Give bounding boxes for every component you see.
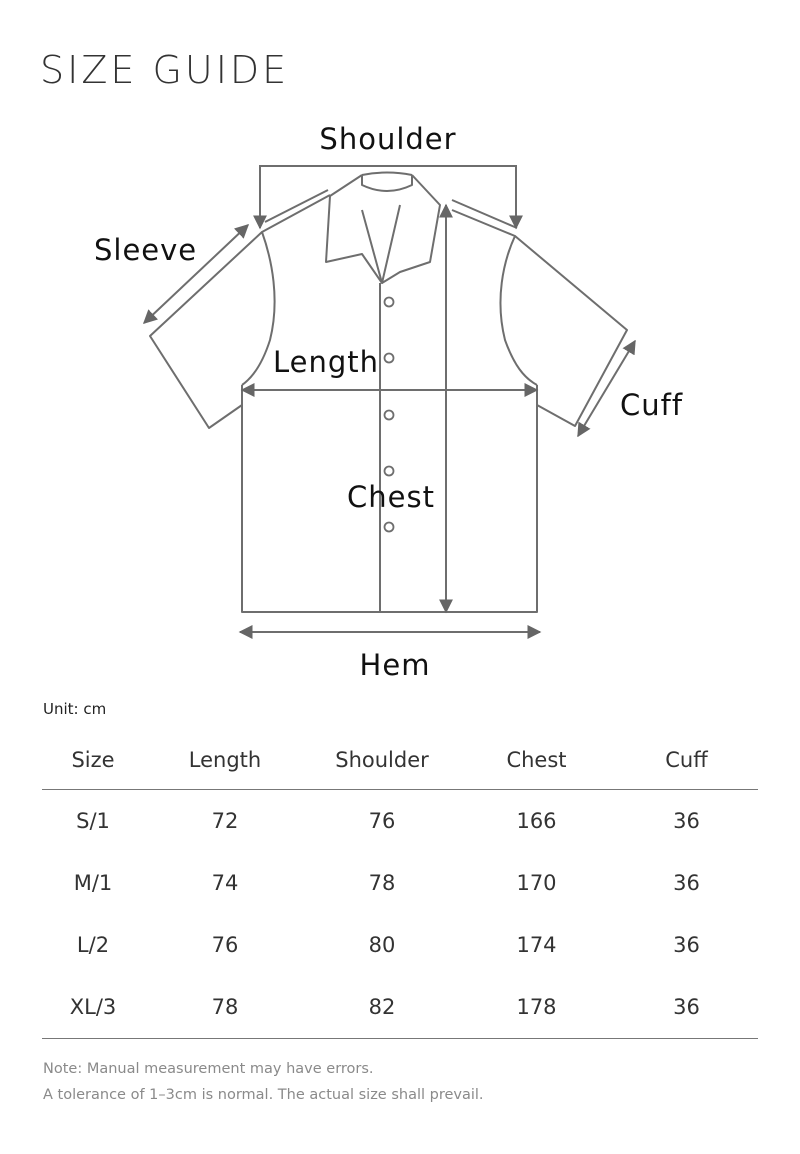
length-cell: 76 xyxy=(211,933,239,957)
shirt-buttons xyxy=(383,296,395,533)
column-header-cuff: Cuff xyxy=(615,730,758,790)
chest-cell: 166 xyxy=(516,809,557,833)
size-cell: XL/3 xyxy=(42,976,144,1039)
length-cell: 72 xyxy=(211,809,239,833)
note-line: A tolerance of 1–3cm is normal. The actu… xyxy=(43,1087,484,1103)
shoulder-label: Shoulder xyxy=(319,122,456,156)
note-line: Note: Manual measurement may have errors… xyxy=(43,1061,374,1077)
size-table: Size Length Shoulder Chest Cuff S/1 72 7… xyxy=(42,730,758,1039)
length-cell: 78 xyxy=(144,976,306,1039)
cuff-cell: 36 xyxy=(615,976,758,1039)
chest-label: Chest xyxy=(347,480,435,514)
sleeve-label: Sleeve xyxy=(94,233,197,267)
column-header-length: Length xyxy=(144,730,306,790)
column-header-chest: Chest xyxy=(458,730,615,790)
shirt-measurement-diagram: Shoulder Sleeve Length Cuff Chest Hem xyxy=(94,122,683,682)
cuff-label: Cuff xyxy=(620,388,683,422)
length-cell: 74 xyxy=(211,871,239,895)
table-row: S/1 72 76 166 36 xyxy=(42,790,758,853)
size-cell: L/2 xyxy=(76,933,110,957)
hem-label: Hem xyxy=(360,648,431,682)
chest-cell: 178 xyxy=(458,976,615,1039)
page-title: SIZE GUIDE xyxy=(40,48,290,92)
column-header-size: Size xyxy=(42,730,144,790)
shoulder-cell: 82 xyxy=(306,976,458,1039)
length-label: Length xyxy=(273,345,379,379)
table-header-row: Size Length Shoulder Chest Cuff xyxy=(42,730,758,790)
shoulder-cell: 80 xyxy=(368,933,396,957)
shoulder-cell: 78 xyxy=(368,871,396,895)
cuff-cell: 36 xyxy=(673,809,700,833)
measurement-lines xyxy=(142,165,636,639)
shoulder-cell: 76 xyxy=(368,809,396,833)
size-cell: S/1 xyxy=(76,809,110,833)
chest-cell: 174 xyxy=(516,933,557,957)
table-row: M/1 74 78 170 36 xyxy=(42,852,758,914)
column-header-shoulder: Shoulder xyxy=(306,730,458,790)
table-row: L/2 76 80 174 36 xyxy=(42,914,758,976)
cuff-cell: 36 xyxy=(673,871,700,895)
unit-label: Unit: cm xyxy=(43,700,107,718)
cuff-cell: 36 xyxy=(673,933,700,957)
size-cell: M/1 xyxy=(73,871,113,895)
chest-cell: 170 xyxy=(516,871,557,895)
table-row: XL/3 78 82 178 36 xyxy=(42,976,758,1039)
shirt-outline xyxy=(149,171,628,613)
